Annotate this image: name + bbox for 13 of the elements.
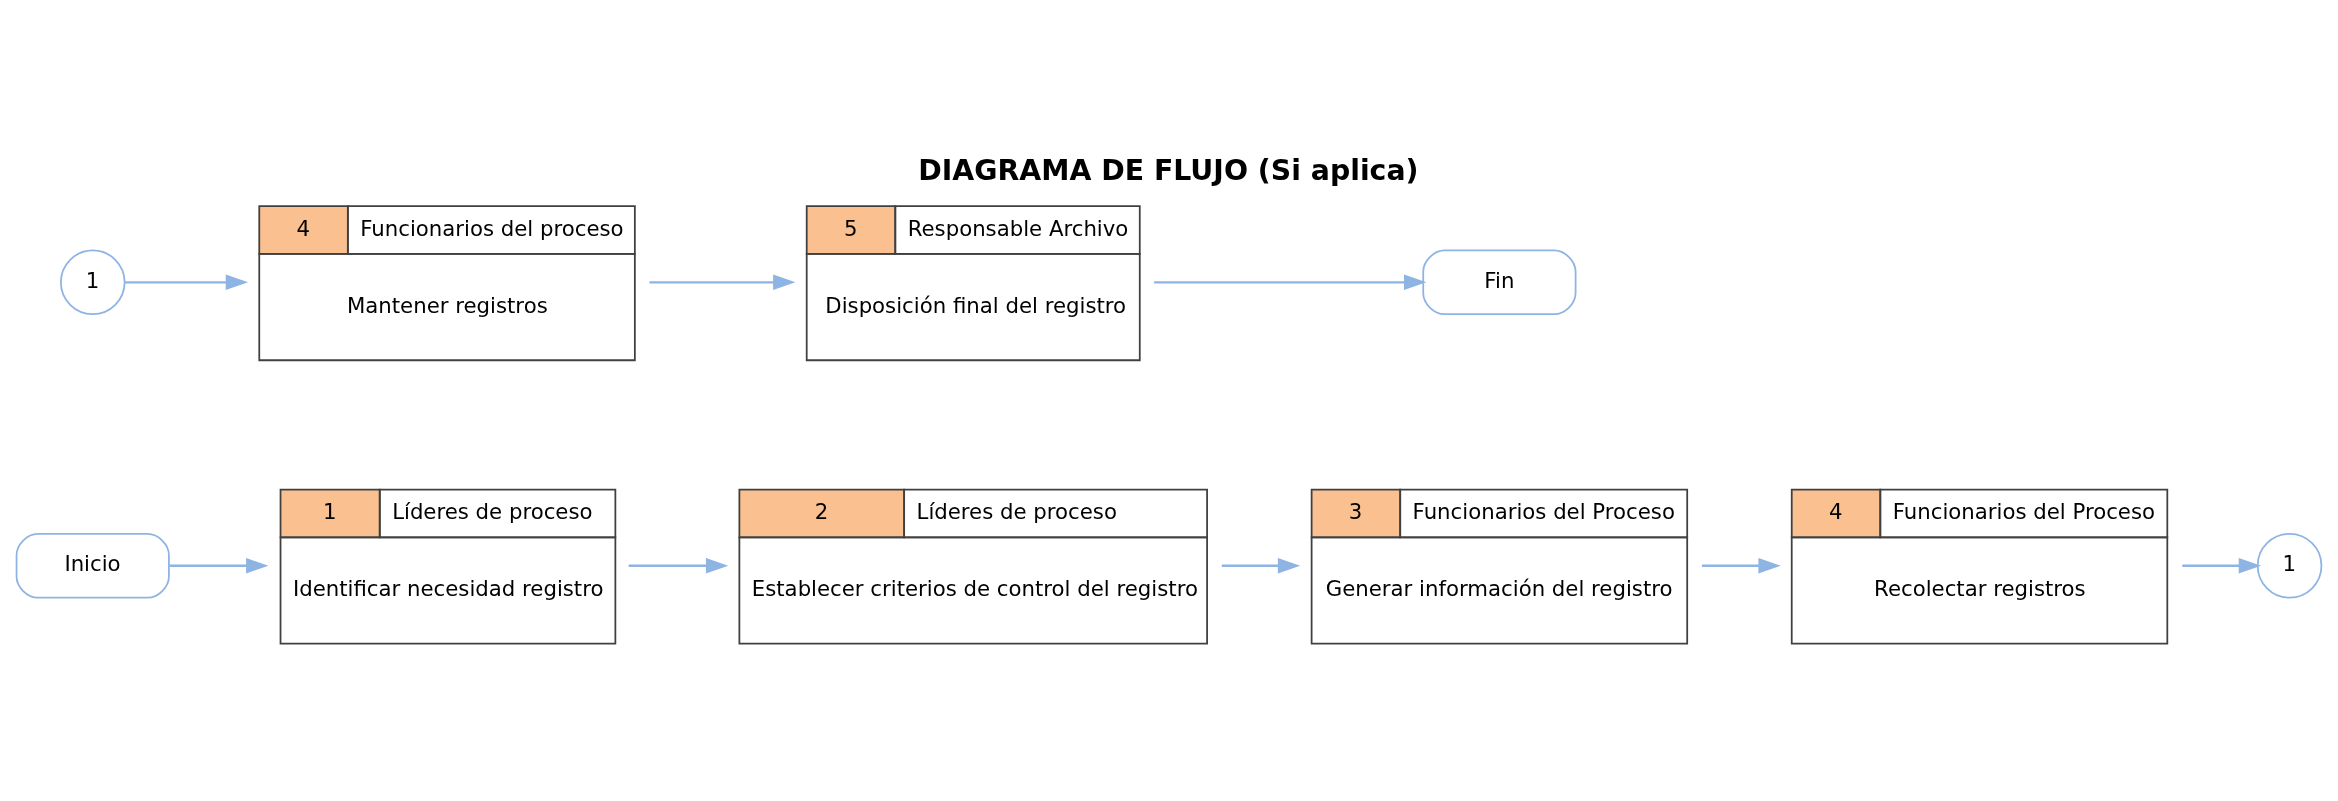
arrow [2182,557,2262,574]
node-box: Inicio [15,532,170,599]
arrow [1701,557,1781,574]
node-circle: 1 [59,249,126,315]
arrow [649,273,796,290]
diagram-title: DIAGRAMA DE FLUJO (Si aplica) [918,153,1419,187]
node-box: Fin [1422,249,1577,315]
arrow [125,273,249,290]
node-circle: 1 [2256,532,2323,599]
arrow [169,557,269,574]
arrow [628,557,729,574]
arrow [1154,273,1427,290]
arrow [1221,557,1301,574]
